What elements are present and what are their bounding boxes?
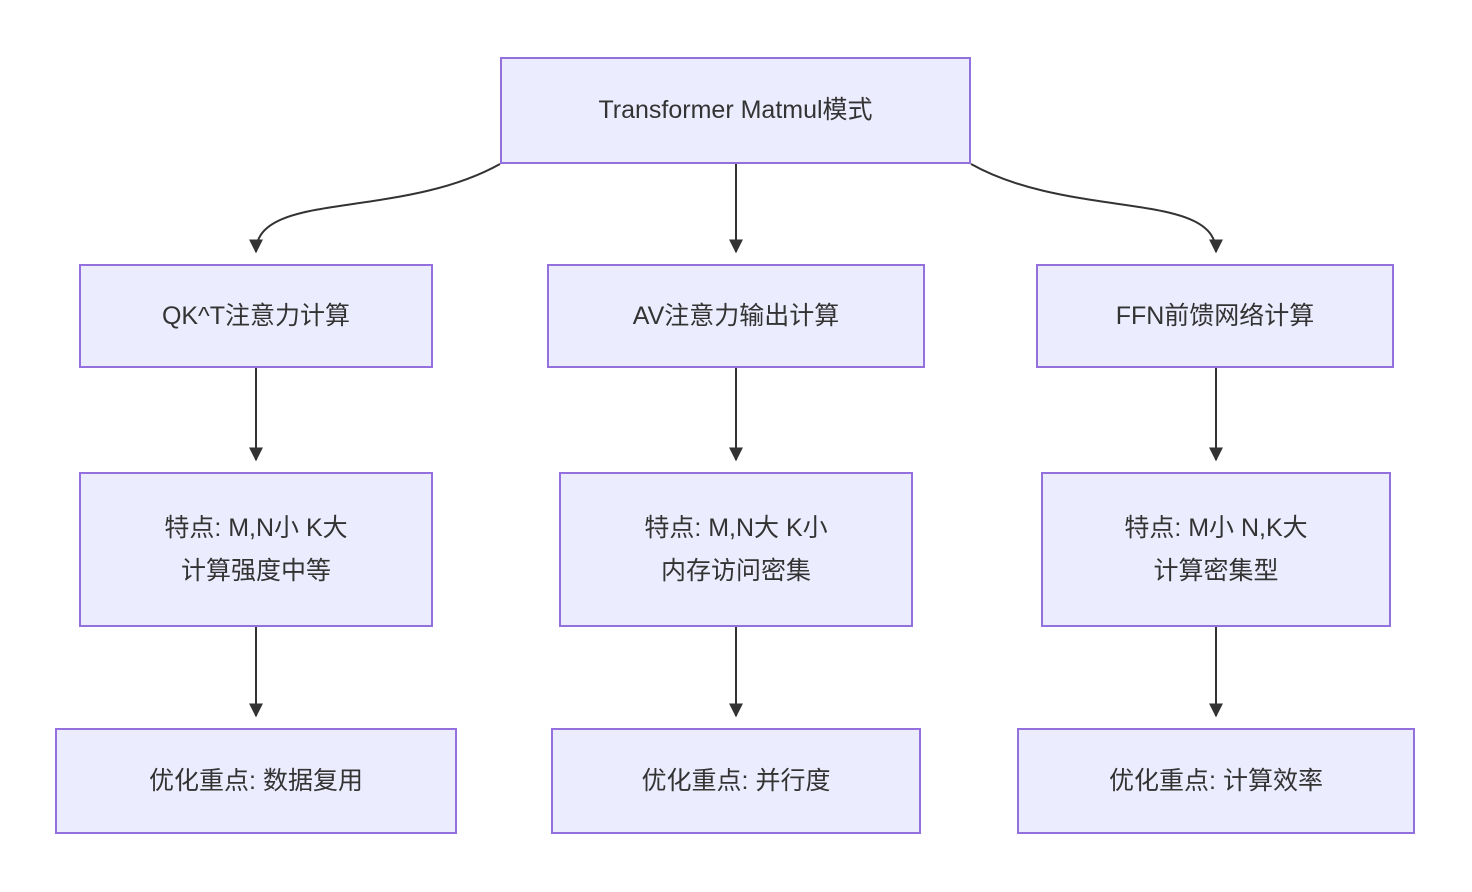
node-root-label: Transformer Matmul模式	[598, 96, 873, 125]
node-av-features: 特点: M,N大 K小 内存访问密集	[559, 472, 913, 627]
node-qkt-features-line2: 计算强度中等	[180, 556, 331, 585]
node-av-optimization: 优化重点: 并行度	[551, 728, 921, 834]
node-ffn-optimization-label: 优化重点: 计算效率	[1109, 766, 1323, 795]
edge-root-to-ffn	[970, 163, 1223, 254]
node-av-optimization-label: 优化重点: 并行度	[641, 766, 831, 795]
node-qkt-features: 特点: M,N小 K大 计算强度中等	[79, 472, 433, 627]
node-qkt-attention: QK^T注意力计算	[79, 264, 433, 368]
node-av-attention-output: AV注意力输出计算	[547, 264, 925, 368]
node-qkt-optimization-label: 优化重点: 数据复用	[149, 766, 363, 795]
node-qkt-features-line1: 特点: M,N小 K大	[164, 514, 348, 542]
node-ffn-optimization: 优化重点: 计算效率	[1017, 728, 1415, 834]
node-qkt-optimization: 优化重点: 数据复用	[55, 728, 457, 834]
node-av-label: AV注意力输出计算	[632, 301, 840, 330]
node-ffn-features: 特点: M小 N,K大 计算密集型	[1041, 472, 1391, 627]
edge-root-to-qkt	[249, 163, 501, 254]
node-qkt-label: QK^T注意力计算	[161, 301, 351, 330]
node-av-features-line1: 特点: M,N大 K小	[644, 514, 828, 542]
node-ffn-feedforward: FFN前馈网络计算	[1036, 264, 1394, 368]
node-av-features-line2: 内存访问密集	[660, 556, 811, 585]
node-ffn-label: FFN前馈网络计算	[1115, 301, 1315, 330]
node-ffn-features-line2: 计算密集型	[1153, 556, 1279, 585]
node-root: Transformer Matmul模式	[500, 57, 971, 164]
node-ffn-features-line1: 特点: M小 N,K大	[1124, 514, 1308, 542]
